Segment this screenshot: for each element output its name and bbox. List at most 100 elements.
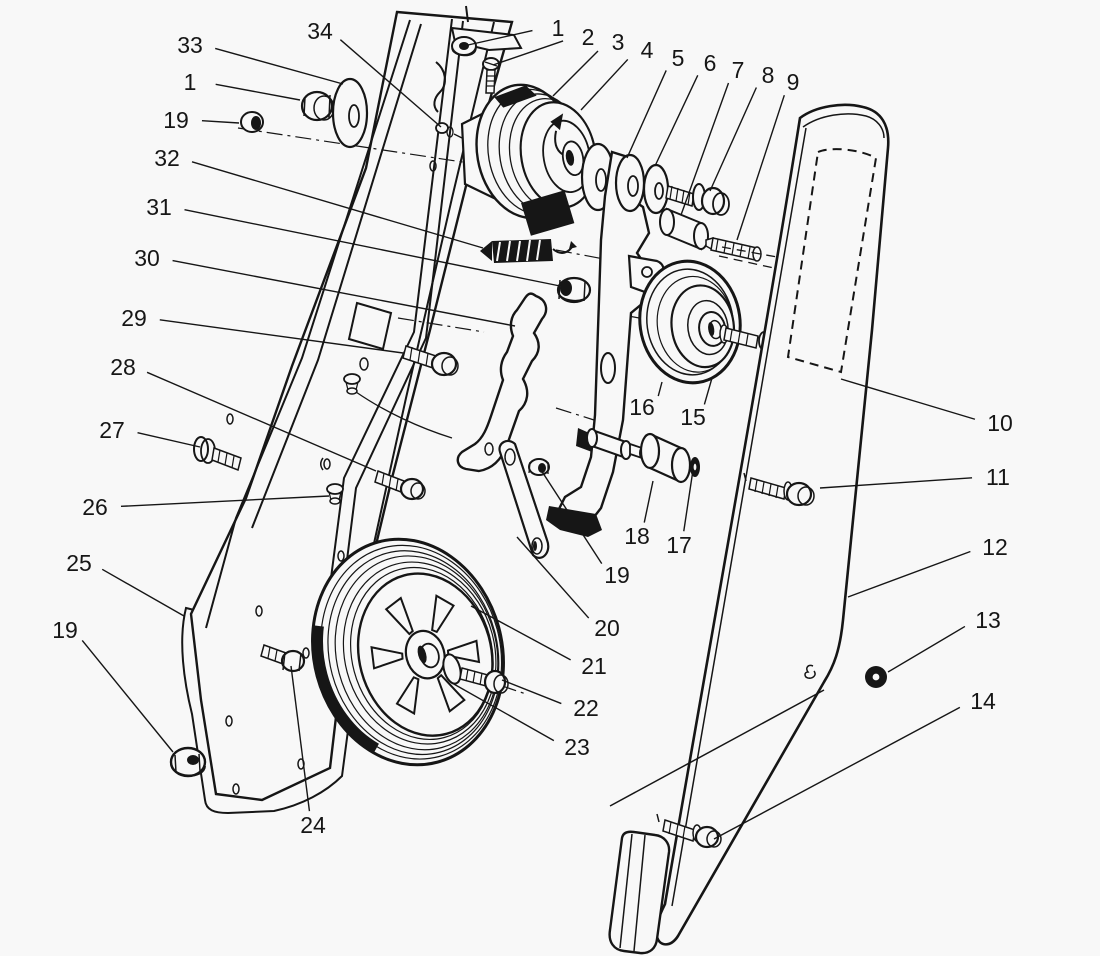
flanged-plug-upper [343, 373, 453, 439]
callout-leader [713, 706, 961, 840]
bolt-28 [320, 457, 426, 501]
callout-leader [467, 29, 533, 46]
flange-nut-1-top [451, 36, 477, 57]
callout-number: 11 [986, 464, 1010, 490]
callout-number: 4 [641, 37, 654, 63]
callout-number: 26 [82, 494, 108, 520]
callout-number: 19 [163, 107, 189, 133]
extension-spring-32 [480, 239, 577, 263]
callout-number: 33 [177, 32, 203, 58]
bolt-24 [260, 644, 306, 673]
callout-leader [191, 161, 484, 249]
callout-number: 1 [552, 15, 565, 41]
callout-number: 31 [146, 194, 172, 220]
bottom-bracket [608, 830, 671, 955]
bolt-27 [193, 436, 242, 472]
spoke [395, 676, 420, 716]
transmission-pulley-21 [311, 537, 505, 767]
hex-nut-1-left [300, 90, 335, 122]
callout-leader [120, 495, 330, 508]
bolt-11 [743, 472, 815, 507]
bolt-29 [402, 345, 459, 377]
callout-leader [81, 640, 174, 753]
roller-18 [639, 432, 692, 484]
spoke [384, 596, 414, 636]
callout-number: 18 [624, 523, 650, 549]
callout-number: 6 [704, 50, 717, 76]
callout-number: 2 [582, 24, 595, 50]
callout-leader [470, 605, 571, 661]
callout-leader [840, 378, 976, 420]
callout-leader [451, 682, 555, 742]
callout-number: 32 [154, 145, 180, 171]
callout-number: 13 [975, 607, 1001, 633]
callout-number: 3 [612, 29, 625, 55]
callout-leader [516, 536, 590, 619]
callout-number: 24 [300, 812, 326, 838]
callout-leader [290, 665, 311, 812]
pivot-stud [586, 428, 645, 460]
panel-clip [804, 664, 816, 679]
callout-leader [887, 625, 966, 673]
callout-leader [540, 469, 603, 565]
callout-leader [680, 82, 730, 216]
callout-number: 16 [629, 394, 655, 420]
callout-leader [215, 47, 344, 85]
bolt-14 [656, 813, 722, 849]
callout-number: 19 [52, 617, 78, 643]
callout-number: 27 [99, 417, 125, 443]
callout-leader [580, 58, 629, 111]
callout-number: 1 [184, 69, 197, 95]
callout-leader [552, 50, 599, 97]
center-axis-bolt29 [397, 317, 485, 333]
callout-number: 7 [732, 57, 745, 83]
push-nut-13 [865, 666, 887, 688]
flanged-plug-26 [326, 483, 344, 505]
screw-2 [482, 57, 500, 94]
hex-nut-19-mid [528, 458, 550, 476]
belt-keeper-30 [456, 292, 548, 473]
callout-number: 19 [604, 562, 630, 588]
callout-number: 28 [110, 354, 136, 380]
link-plate-20 [498, 439, 550, 559]
callout-number: 20 [594, 615, 620, 641]
flange-nut-19-bottom [169, 746, 207, 778]
center-axis-stud [555, 407, 595, 421]
idler-pulley-16 [638, 259, 742, 385]
callout-leader [492, 40, 564, 66]
callout-leader [159, 319, 404, 354]
hex-nut-31 [556, 276, 592, 304]
flat-washer-5 [614, 153, 646, 213]
callout-leader [643, 480, 654, 523]
callout-leader [709, 87, 758, 192]
drive-pulley-3 [475, 83, 597, 236]
callout-leader [146, 371, 377, 472]
callout-leader [339, 39, 442, 128]
keyway-arrow [550, 113, 564, 131]
frame-slot [347, 301, 393, 351]
callout-leader [172, 259, 516, 327]
callout-leader [201, 119, 240, 124]
callout-leader [847, 550, 971, 598]
washer-17 [690, 457, 700, 477]
flat-washer-6 [642, 163, 670, 215]
bolt-22 [459, 667, 509, 695]
spoke [370, 646, 404, 670]
cover-panel [609, 103, 890, 946]
panel-dashed-outline [786, 148, 878, 374]
callout-leader [184, 209, 561, 287]
spacer-7 [659, 207, 709, 251]
frame-weldment [189, 5, 523, 802]
washer-23 [442, 653, 462, 685]
callout-number: 22 [573, 695, 599, 721]
callout-leader [137, 431, 201, 448]
callout-leader [101, 568, 185, 617]
flat-washer-33 [331, 77, 369, 149]
callout-number: 25 [66, 550, 92, 576]
callout-leader [626, 70, 667, 159]
callout-leader [657, 381, 663, 397]
callout-number: 23 [564, 734, 590, 760]
